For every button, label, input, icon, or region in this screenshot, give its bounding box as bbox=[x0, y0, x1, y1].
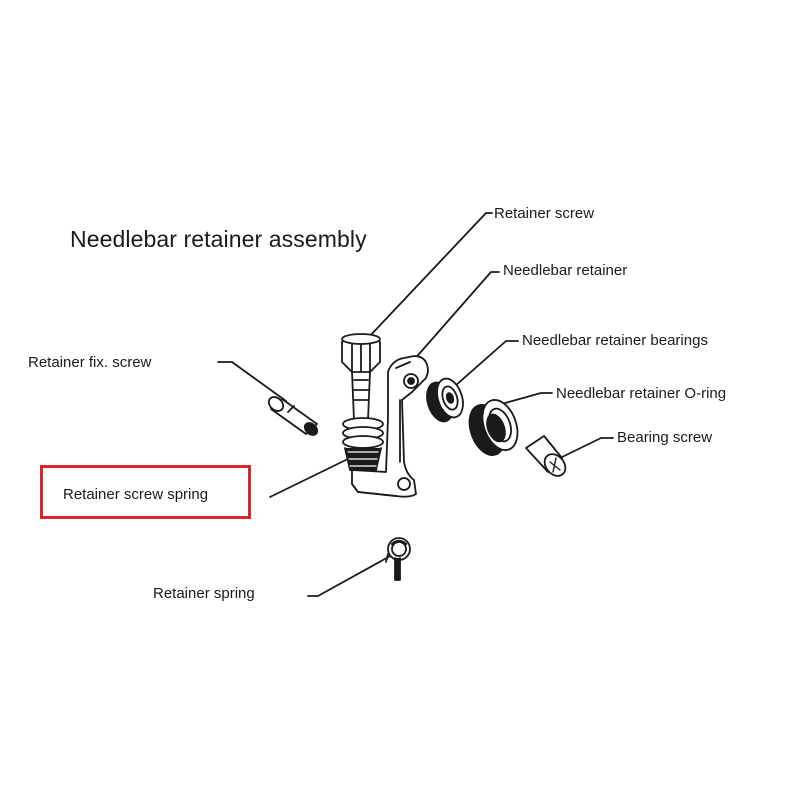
leader-fix-screw bbox=[217, 361, 287, 402]
needlebar-retainer-bearing-part bbox=[426, 377, 464, 423]
label-retainer-screw-spring: Retainer screw spring bbox=[63, 486, 209, 503]
needlebar-retainer-oring-part bbox=[468, 399, 519, 456]
leader-screw-spring bbox=[269, 455, 355, 498]
retainer-spring-part bbox=[385, 537, 411, 581]
label-retainer-spring: Retainer spring bbox=[153, 585, 255, 602]
needlebar-retainer-part bbox=[351, 355, 429, 498]
leader-oring bbox=[497, 392, 553, 406]
label-needlebar-retainer-bearings: Needlebar retainer bearings bbox=[522, 332, 708, 349]
leader-bearings bbox=[454, 340, 519, 387]
label-retainer-fix-screw: Retainer fix. screw bbox=[28, 354, 152, 371]
label-needlebar-retainer: Needlebar retainer bbox=[503, 262, 628, 279]
retainer-screw-spring-part bbox=[342, 417, 384, 471]
retainer-screw-part bbox=[341, 333, 381, 421]
label-bearing-screw: Bearing screw bbox=[617, 429, 713, 446]
leader-needlebar-retainer bbox=[411, 271, 500, 363]
label-needlebar-retainer-oring: Needlebar retainer O-ring bbox=[556, 385, 727, 402]
label-retainer-screw: Retainer screw bbox=[494, 205, 595, 222]
retainer-fix-screw-part bbox=[267, 396, 319, 436]
highlight-box bbox=[40, 465, 251, 519]
leader-retainer-spring bbox=[307, 554, 393, 597]
diagram-title: Needlebar retainer assembly bbox=[70, 226, 367, 252]
leader-bearing-screw bbox=[555, 437, 614, 461]
leader-retainer-screw bbox=[367, 212, 493, 339]
bearing-screw-part bbox=[525, 435, 567, 477]
